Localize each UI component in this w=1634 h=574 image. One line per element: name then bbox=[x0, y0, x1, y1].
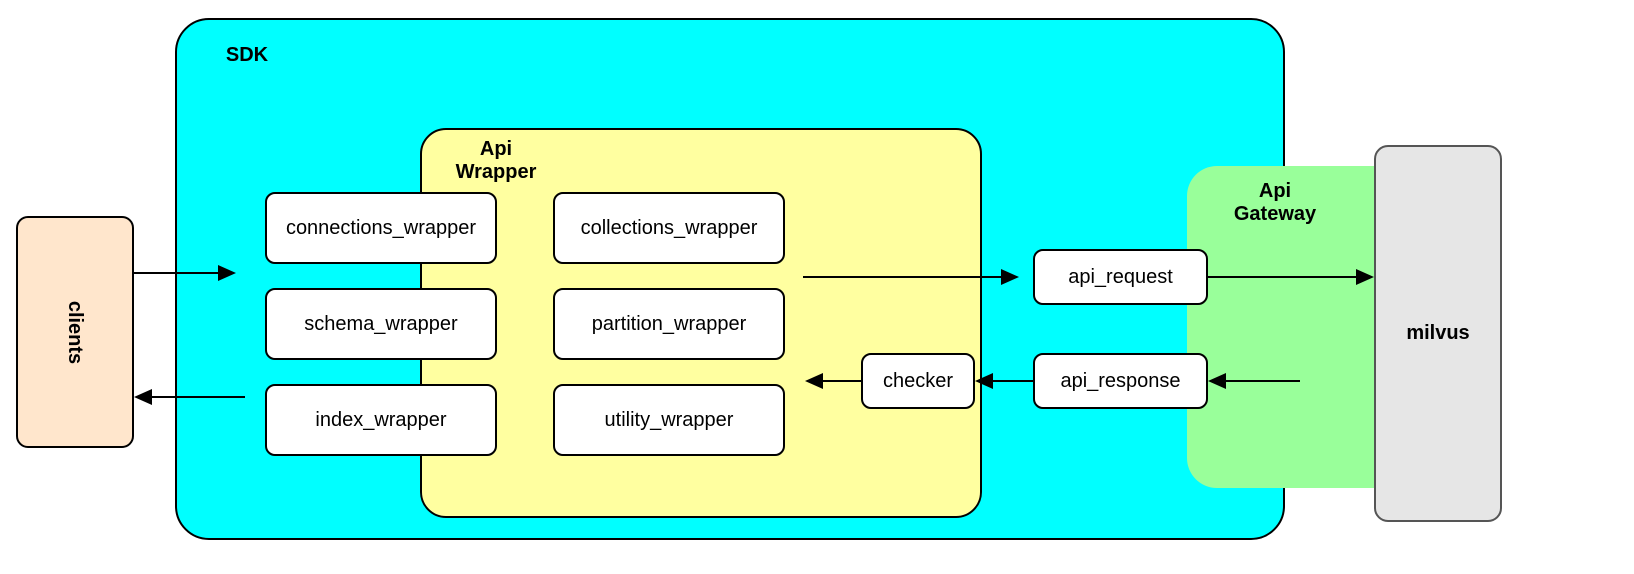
module-label: checker bbox=[882, 370, 954, 392]
module-api-response[interactable]: api_response bbox=[1033, 353, 1208, 409]
module-label: api_request bbox=[1068, 266, 1173, 288]
milvus-node[interactable]: milvus bbox=[1374, 145, 1502, 522]
module-label: partition_wrapper bbox=[591, 313, 747, 335]
clients-node[interactable]: clients bbox=[16, 216, 134, 448]
module-label: api_response bbox=[1060, 370, 1181, 392]
module-schema-wrapper[interactable]: schema_wrapper bbox=[265, 288, 497, 360]
module-partition-wrapper[interactable]: partition_wrapper bbox=[553, 288, 785, 360]
module-label: schema_wrapper bbox=[304, 313, 458, 335]
module-collections-wrapper[interactable]: collections_wrapper bbox=[553, 192, 785, 264]
module-label: index_wrapper bbox=[315, 409, 447, 431]
module-utility-wrapper[interactable]: utility_wrapper bbox=[553, 384, 785, 456]
module-label: utility_wrapper bbox=[604, 409, 734, 431]
module-index-wrapper[interactable]: index_wrapper bbox=[265, 384, 497, 456]
clients-label: clients bbox=[64, 300, 87, 364]
api-gateway-label: Api Gateway bbox=[1233, 180, 1317, 225]
milvus-label: milvus bbox=[1406, 322, 1470, 344]
sdk-label: SDK bbox=[225, 44, 269, 66]
module-label: collections_wrapper bbox=[580, 217, 758, 239]
api-wrapper-label: Api Wrapper bbox=[455, 138, 537, 183]
module-connections-wrapper[interactable]: connections_wrapper bbox=[265, 192, 497, 264]
module-label: connections_wrapper bbox=[285, 217, 477, 239]
module-api-request[interactable]: api_request bbox=[1033, 249, 1208, 305]
module-checker[interactable]: checker bbox=[861, 353, 975, 409]
